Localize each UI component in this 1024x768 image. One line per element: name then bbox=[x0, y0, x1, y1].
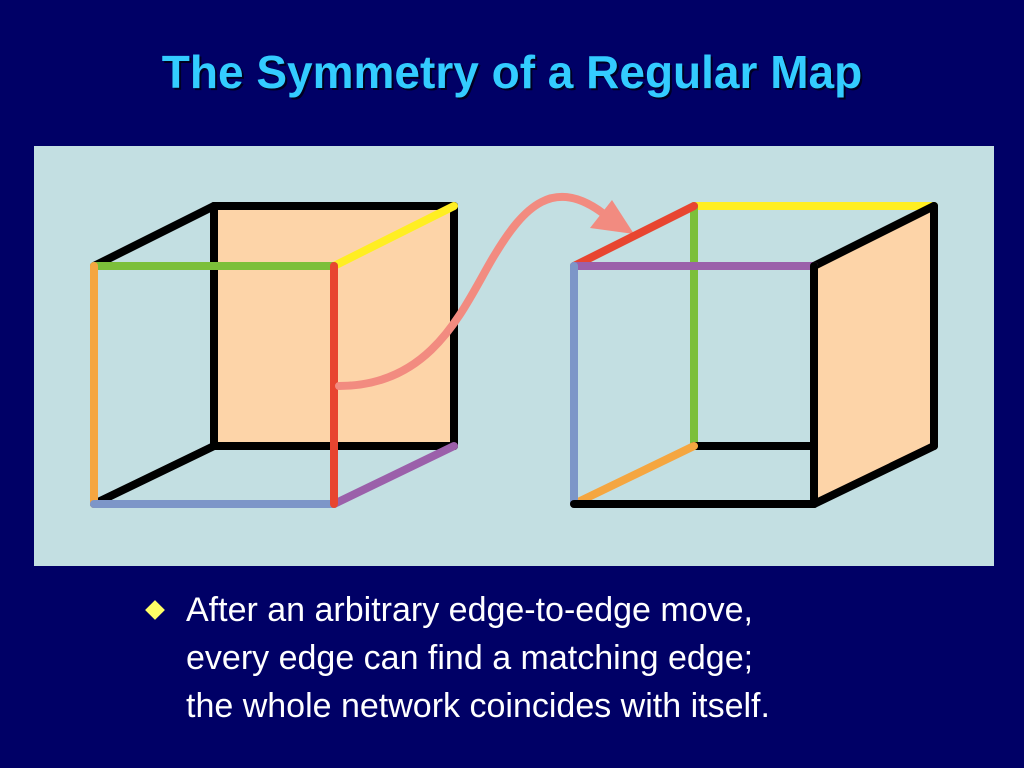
edge-depth-top-left bbox=[90, 202, 218, 270]
edge-depth-top-left bbox=[570, 202, 698, 270]
edge-depth-bottom-right bbox=[330, 442, 458, 508]
right-side-face bbox=[814, 206, 934, 504]
cube-diagram bbox=[90, 192, 938, 508]
bullet-line-3: the whole network coincides with itself. bbox=[186, 687, 770, 725]
bullet-line-1: After an arbitrary edge-to-edge move, bbox=[186, 591, 753, 629]
move-arrow-curve bbox=[335, 192, 608, 390]
slide-title: The Symmetry of a Regular Map bbox=[161, 46, 863, 98]
bullet-line-2: every edge can find a matching edge; bbox=[186, 639, 754, 677]
moved-cube bbox=[570, 202, 938, 508]
cube-diagram-panel bbox=[34, 146, 994, 566]
edge-depth-bottom-right bbox=[810, 442, 938, 508]
edge-depth-top-right bbox=[330, 202, 458, 270]
edge-depth-bottom-left bbox=[90, 442, 218, 508]
edge-depth-bottom-left bbox=[570, 442, 698, 508]
diamond-bullet-icon bbox=[145, 600, 165, 620]
move-arrow bbox=[335, 192, 634, 390]
move-arrow-head bbox=[590, 200, 634, 234]
bullet-text: After an arbitrary edge-to-edge move, ev… bbox=[186, 586, 946, 730]
original-cube bbox=[90, 202, 458, 508]
edge-depth-top-right bbox=[810, 202, 938, 270]
